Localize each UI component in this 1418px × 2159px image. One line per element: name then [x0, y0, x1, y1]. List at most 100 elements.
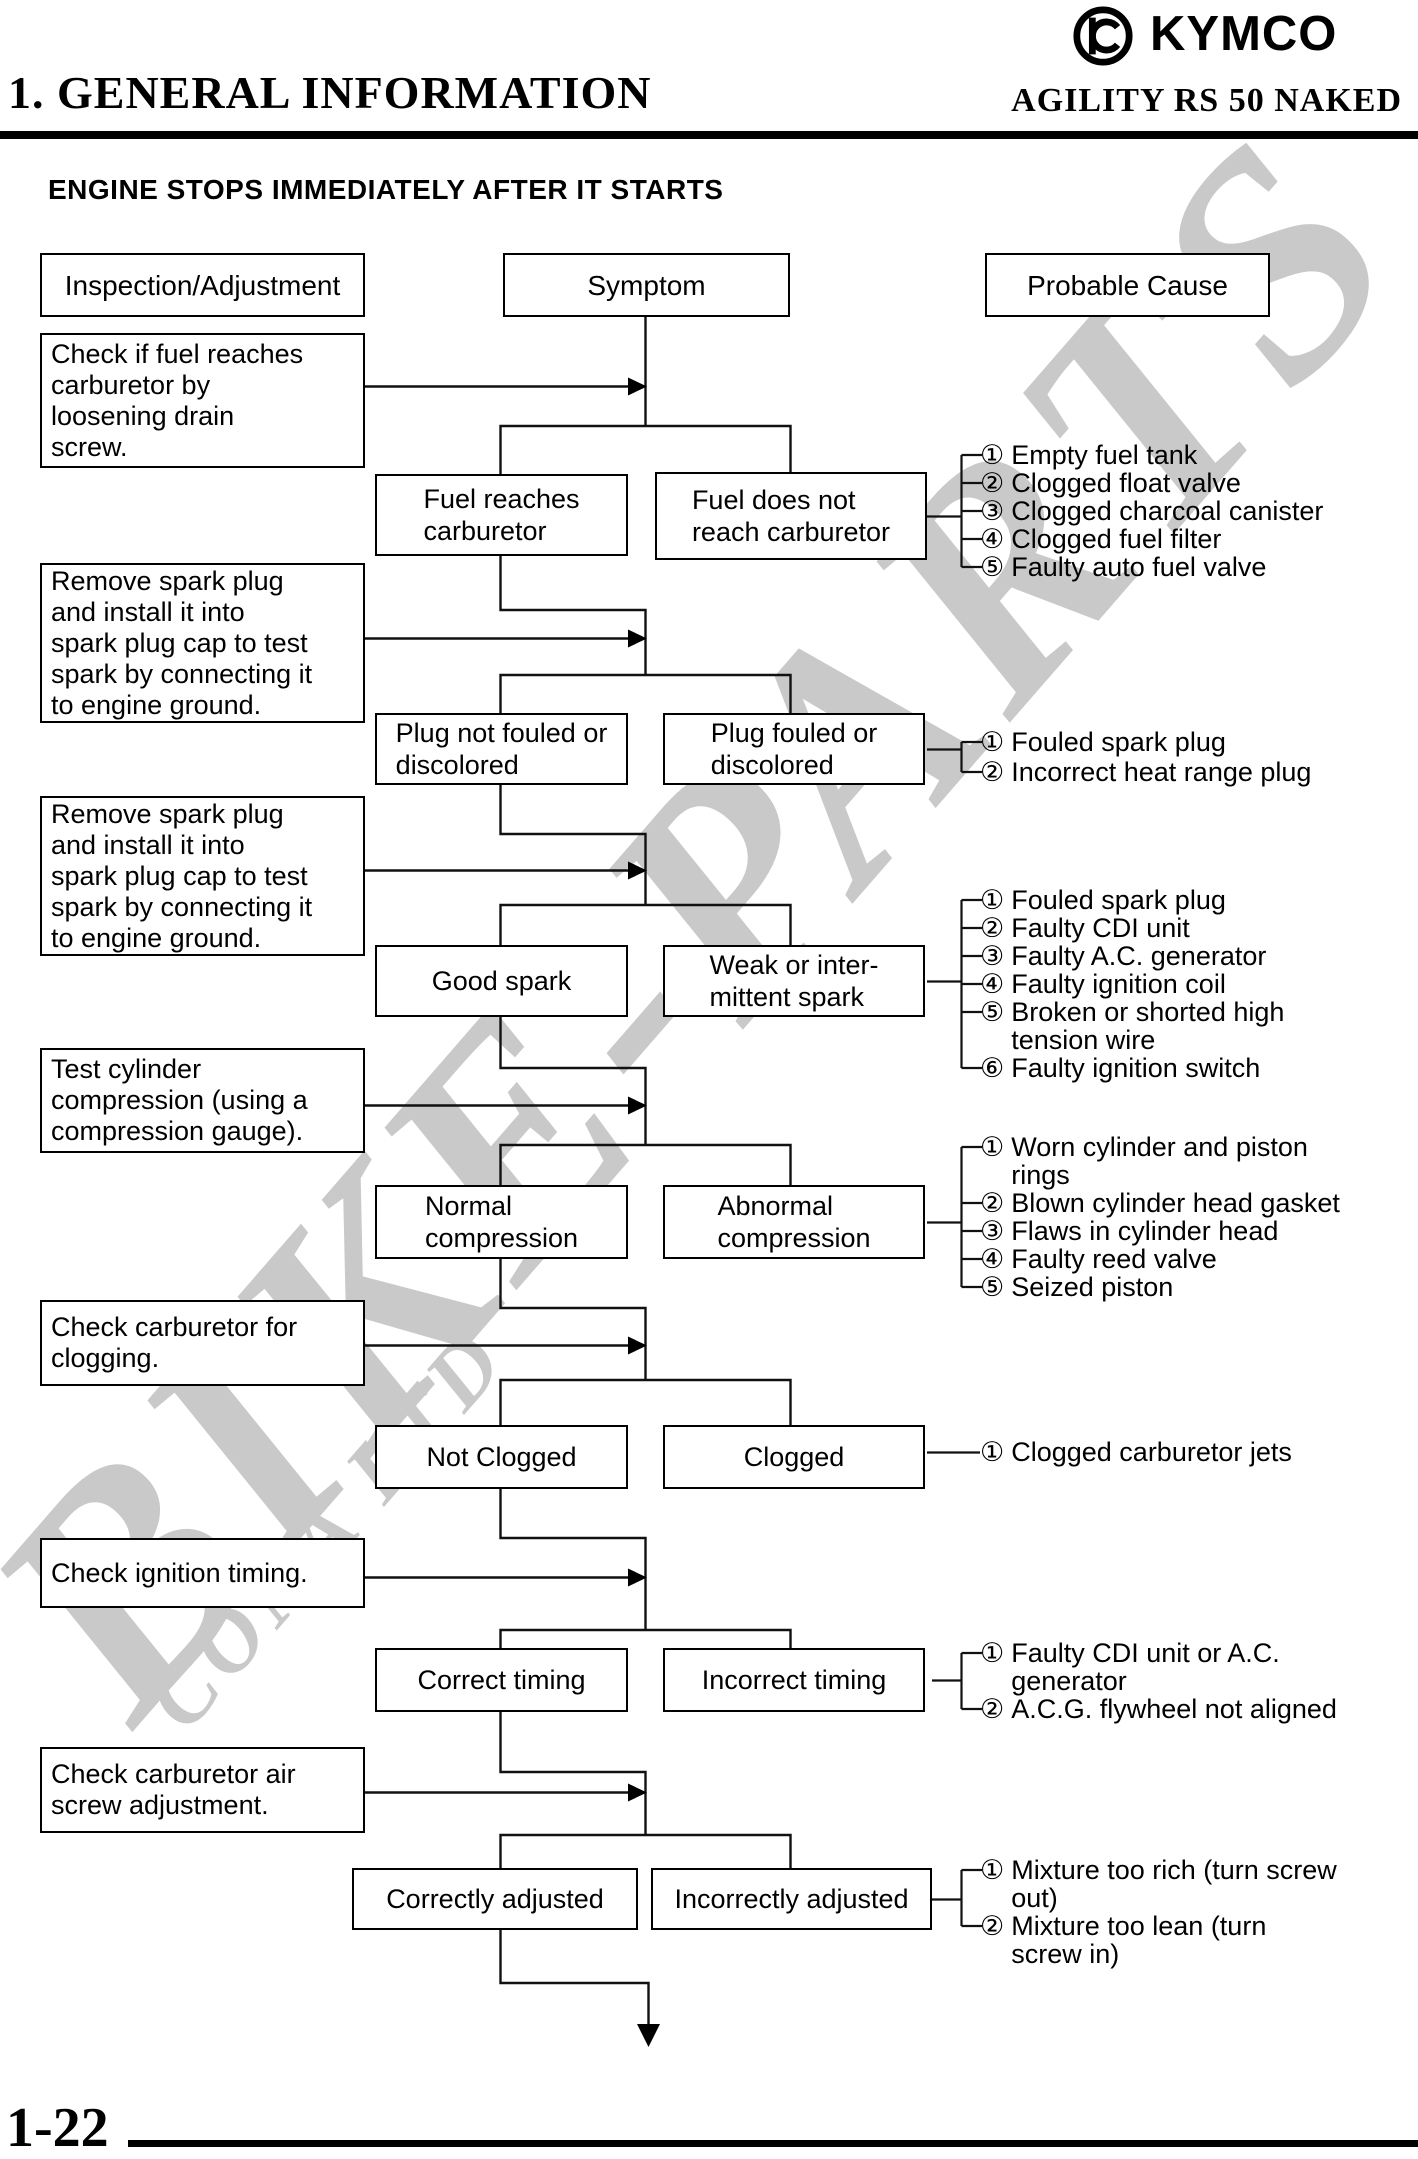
cause-text: Clogged carburetor jets	[1011, 1437, 1292, 1467]
cause-number: ②	[980, 1694, 1005, 1724]
col-header-cause: Probable Cause	[985, 253, 1270, 317]
spine-connectors	[499, 317, 650, 2026]
cause-text: Faulty auto fuel valve	[1011, 552, 1267, 582]
symptom-left-box: Normal compression	[375, 1185, 628, 1259]
symptom-left-box: Plug not fouled or discolored	[375, 713, 628, 785]
cause-text: Faulty reed valve	[1011, 1244, 1217, 1274]
symptom-left-box: Correctly adjusted	[352, 1868, 638, 1930]
cause-number: ⑤	[980, 1272, 1005, 1302]
inspection-text: Test cylinder compression (using a compr…	[51, 1054, 308, 1146]
symptom-label: Incorrectly adjusted	[674, 1884, 909, 1914]
col-header-symptom: Symptom	[503, 253, 790, 317]
cause-text: Clogged float valve	[1011, 468, 1241, 498]
inspection-text: Check carburetor for clogging.	[51, 1312, 298, 1373]
symptom-label: Weak or inter- mittent spark	[709, 950, 879, 1012]
logo-ring	[1073, 6, 1133, 66]
cause-text: Clogged charcoal canister	[1011, 496, 1324, 526]
cause-number: ③	[980, 941, 1005, 971]
kymco-logo-icon	[1073, 6, 1133, 66]
inspection-text: Check ignition timing.	[51, 1557, 308, 1588]
cause-number: ①	[980, 1132, 1005, 1162]
symptom-label: Plug fouled or discolored	[710, 718, 878, 780]
cause-text: Broken or shorted high tension wire	[1011, 997, 1285, 1055]
cause-number: ⑤	[980, 997, 1005, 1027]
page-number: 1-22	[6, 2097, 109, 2159]
cause-number: ②	[980, 468, 1005, 498]
symptom-right-box: Plug fouled or discolored	[663, 713, 925, 785]
symptom-label: Clogged	[743, 1442, 845, 1472]
cause-text: Faulty A.C. generator	[1011, 941, 1267, 971]
cause-number: ①	[980, 727, 1005, 757]
cause-number: ⑤	[980, 552, 1005, 582]
col-header-cause-label: Probable Cause	[1027, 269, 1228, 301]
symptom-right-box: Fuel does not reach carburetor	[655, 472, 927, 560]
symptom-right-box: Incorrect timing	[663, 1648, 925, 1712]
arrowheads	[628, 377, 660, 2047]
inspection-arrow-shafts	[365, 385, 630, 1794]
symptom-left-box: Correct timing	[375, 1648, 628, 1712]
inspection-box-ignition-timing: Check ignition timing.	[40, 1538, 365, 1608]
section-title: 1. GENERAL INFORMATION	[8, 67, 652, 118]
model-name: AGILITY RS 50 NAKED	[1011, 82, 1402, 119]
logo-c	[1089, 18, 1121, 54]
symptom-label: Plug not fouled or discolored	[395, 718, 608, 780]
cause-number: ①	[980, 1437, 1005, 1467]
cause-number: ④	[980, 1244, 1005, 1274]
cause-number: ③	[980, 1216, 1005, 1246]
cause-text: Flaws in cylinder head	[1011, 1216, 1279, 1246]
cause-text: Blown cylinder head gasket	[1011, 1188, 1340, 1218]
cause-number: ③	[980, 496, 1005, 526]
col-header-symptom-label: Symptom	[587, 269, 706, 301]
inspection-text: Check if fuel reaches carburetor by loos…	[51, 338, 304, 462]
symptom-right-box: Clogged	[663, 1425, 925, 1489]
symptom-left-box: Fuel reaches carburetor	[375, 474, 628, 556]
cause-number: ①	[980, 1638, 1005, 1668]
cause-text: Empty fuel tank	[1011, 440, 1198, 470]
inspection-box-air-screw: Check carburetor air screw adjustment.	[40, 1747, 365, 1833]
page-heading: ENGINE STOPS IMMEDIATELY AFTER IT STARTS	[48, 174, 724, 205]
inspection-text: Remove spark plug and install it into sp…	[51, 798, 313, 953]
inspection-box-fuel-check: Check if fuel reaches carburetor by loos…	[40, 333, 365, 468]
footer-rule	[128, 2140, 1418, 2147]
inspection-box-carb-clogging: Check carburetor for clogging.	[40, 1300, 365, 1386]
cause-number: ⑥	[980, 1053, 1005, 1083]
symptom-label: Fuel does not reach carburetor	[691, 485, 891, 547]
cause-number: ①	[980, 440, 1005, 470]
cause-text: Clogged fuel filter	[1011, 524, 1222, 554]
cause-text: Mixture too rich (turn screw out)	[1011, 1855, 1337, 1913]
cause-number: ④	[980, 524, 1005, 554]
cause-number: ①	[980, 1855, 1005, 1885]
symptom-right-box: Incorrectly adjusted	[651, 1868, 932, 1930]
header-rule	[0, 131, 1418, 139]
cause-number: ④	[980, 969, 1005, 999]
inspection-text: Check carburetor air screw adjustment.	[51, 1759, 296, 1820]
inspection-box-spark-test-1: Remove spark plug and install it into sp…	[40, 563, 365, 723]
symptom-right-box: Weak or inter- mittent spark	[663, 945, 925, 1017]
symptom-left-box: Not Clogged	[375, 1425, 628, 1489]
cause-text: Fouled spark plug	[1011, 885, 1226, 915]
cause-text: Worn cylinder and piston rings	[1011, 1132, 1308, 1190]
cause-text: Faulty CDI unit or A.C. generator	[1011, 1638, 1280, 1696]
col-header-inspection-label: Inspection/Adjustment	[64, 269, 341, 301]
cause-text: Mixture too lean (turn screw in)	[1011, 1911, 1267, 1969]
